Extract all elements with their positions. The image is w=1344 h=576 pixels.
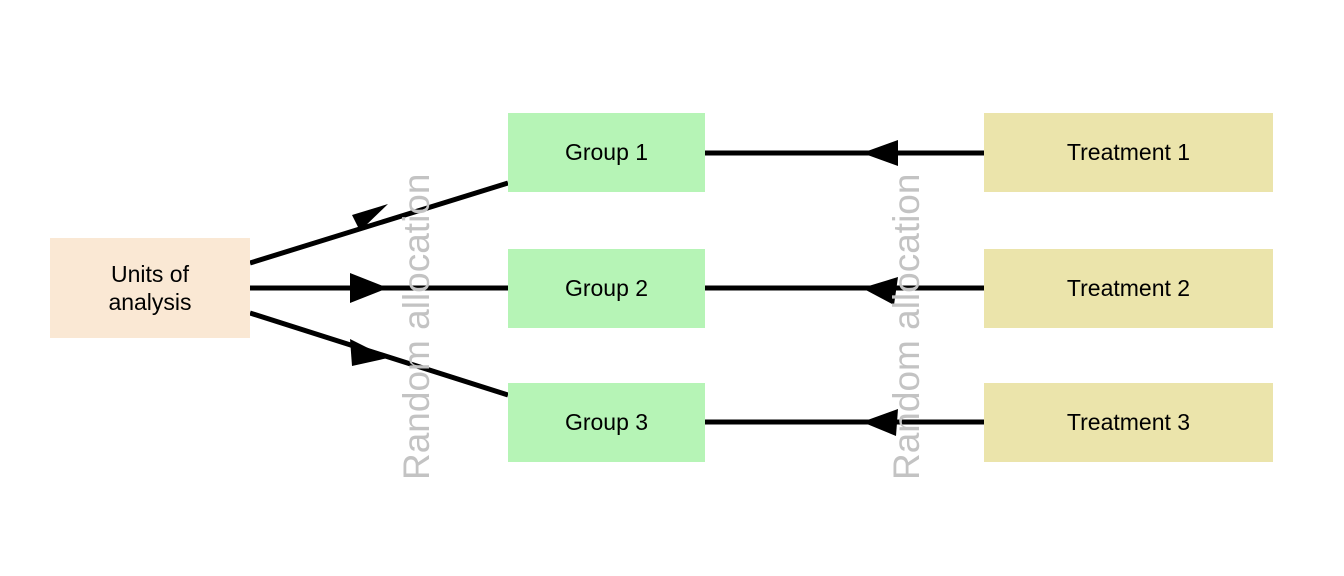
stage-label-random-allocation-2: Random allocation [886, 173, 927, 480]
node-treatment-2-label: Treatment 2 [1066, 275, 1191, 302]
units-label-line2: analysis [108, 289, 192, 315]
node-treatment-1-label: Treatment 1 [1066, 139, 1191, 166]
node-units-of-analysis[interactable]: Units of analysis [50, 238, 250, 338]
node-treatment-3[interactable]: Treatment 3 [984, 383, 1273, 462]
units-label-line1: Units of [111, 260, 189, 287]
node-group-3[interactable]: Group 3 [508, 383, 705, 462]
node-group-2-label: Group 2 [564, 275, 649, 302]
connector-treatment1-to-group1 [705, 140, 984, 166]
connector-units-to-group3 [249, 310, 509, 398]
stage-label-random-allocation-1: Random allocation [396, 173, 437, 480]
node-treatment-3-label: Treatment 3 [1066, 409, 1191, 436]
node-group-3-label: Group 3 [564, 409, 649, 436]
node-group-1[interactable]: Group 1 [508, 113, 705, 192]
node-group-1-label: Group 1 [564, 139, 649, 166]
node-units-of-analysis-text: Units of analysis [108, 260, 191, 316]
connector-treatment3-to-group3 [705, 409, 984, 436]
node-treatment-1[interactable]: Treatment 1 [984, 113, 1273, 192]
connector-treatment2-to-group2 [705, 277, 984, 305]
connector-units-to-group1 [249, 180, 509, 266]
node-treatment-2[interactable]: Treatment 2 [984, 249, 1273, 328]
connector-units-to-group2 [250, 273, 508, 303]
node-group-2[interactable]: Group 2 [508, 249, 705, 328]
